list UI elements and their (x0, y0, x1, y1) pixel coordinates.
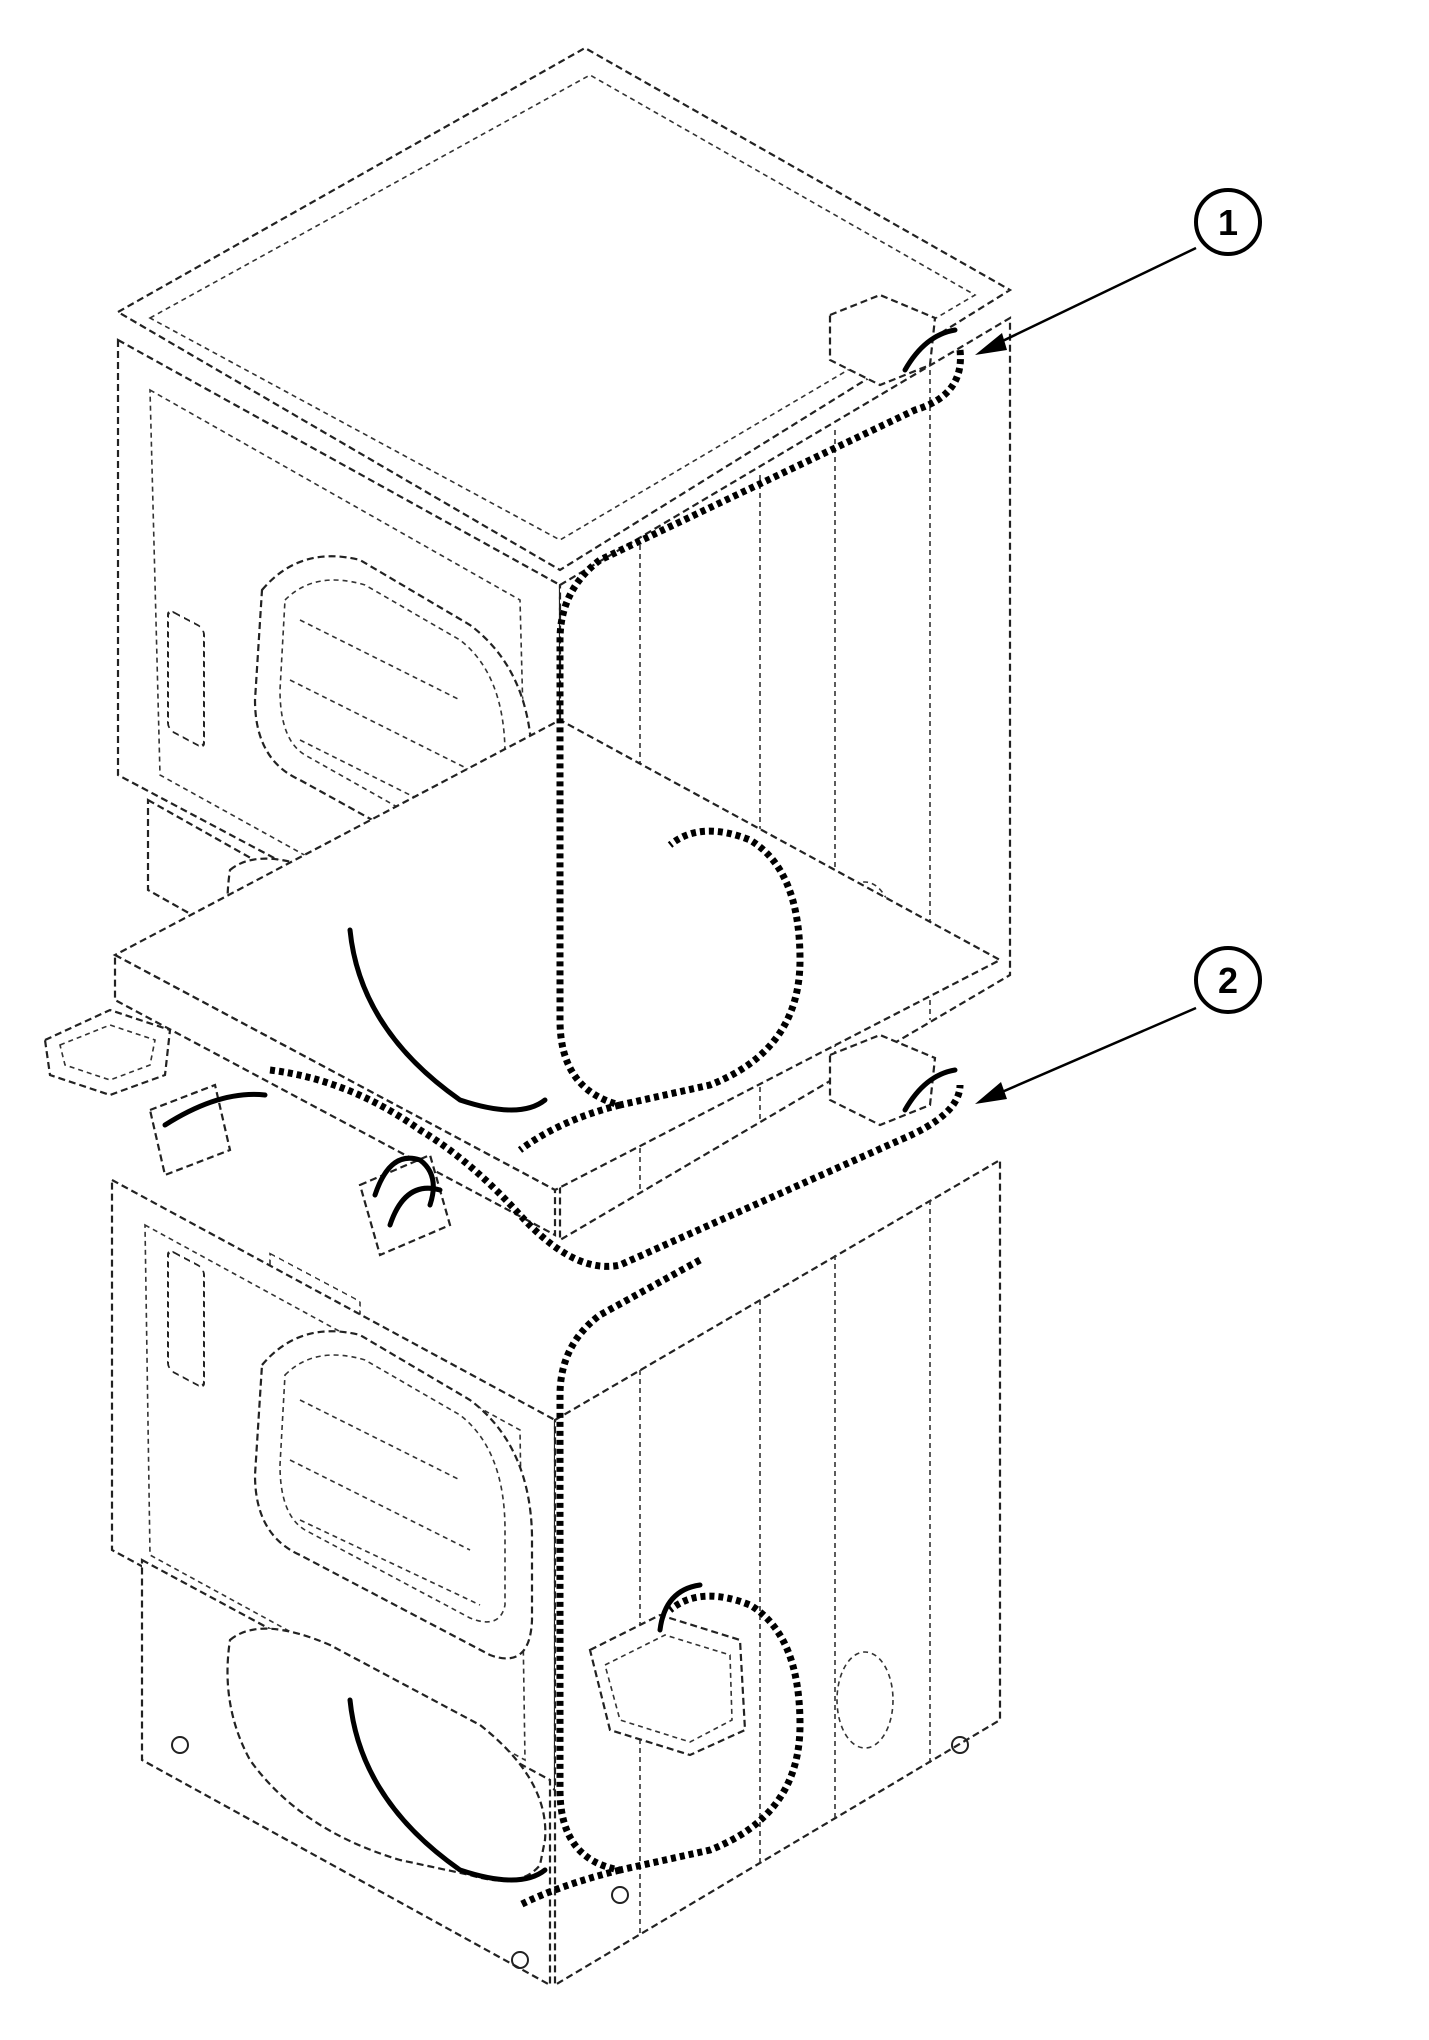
lower-drum-wire (347, 1697, 548, 1883)
upper-control-slot (167, 610, 205, 748)
door-reflection (289, 679, 471, 771)
lower-side-component (588, 1613, 747, 1757)
bracket-wire (162, 1091, 268, 1128)
lower-access-port (836, 1651, 894, 1749)
upper-dryer-top (115, 46, 1013, 572)
lower-dryer-side (553, 1158, 1002, 1987)
callout-2-label: 2 (1218, 960, 1238, 1001)
left-mounting-bracket-detail (59, 1024, 156, 1081)
screw (171, 1736, 189, 1754)
wiring-harness-routes (269, 349, 964, 1909)
lower-dryer-door (253, 1330, 534, 1660)
door-reflection (299, 1399, 461, 1481)
screw (511, 1951, 529, 1969)
door-reflection (299, 619, 461, 701)
callout-1-circle (1194, 188, 1262, 256)
lower-dryer (110, 1158, 1002, 1987)
upper-drum-wire (347, 927, 548, 1113)
callout-2-circle (1194, 946, 1262, 1014)
lower-side-component-wire (657, 1582, 703, 1633)
door-reflection (299, 739, 481, 831)
callout-1-leader (987, 246, 1197, 350)
terminal-block-left (148, 1083, 232, 1177)
lower-control-slot (167, 1250, 205, 1388)
door-reflection (299, 1519, 481, 1606)
screw (951, 1736, 969, 1754)
lower-dryer-door-glass (279, 1354, 506, 1623)
lower-harness-route-base (518, 1866, 621, 1909)
screw (611, 1886, 629, 1904)
upper-harness-route (556, 349, 964, 1109)
callout-1-label: 1 (1218, 202, 1238, 243)
upper-dryer-top-inset (148, 74, 977, 541)
callout-1: 1 (975, 188, 1262, 355)
stack-bracket-front (113, 953, 557, 1237)
lower-rear-wire (902, 1067, 958, 1113)
cross-harness-route (269, 1066, 964, 1270)
callout-2: 2 (975, 946, 1262, 1104)
upper-harness-route-base (517, 1101, 621, 1153)
lower-dryer-front-panel (144, 1223, 526, 1762)
callout-2-arrowhead (975, 1082, 1007, 1104)
callout-1-arrowhead (975, 333, 1007, 355)
upper-rear-wire (902, 327, 958, 373)
lower-side-component-detail (604, 1634, 733, 1743)
door-reflection (289, 1459, 471, 1551)
callout-2-leader (987, 1006, 1197, 1100)
left-mounting-bracket (43, 1008, 172, 1097)
lower-rear-motor-box (828, 1033, 937, 1127)
bracket-wire (387, 1185, 443, 1228)
